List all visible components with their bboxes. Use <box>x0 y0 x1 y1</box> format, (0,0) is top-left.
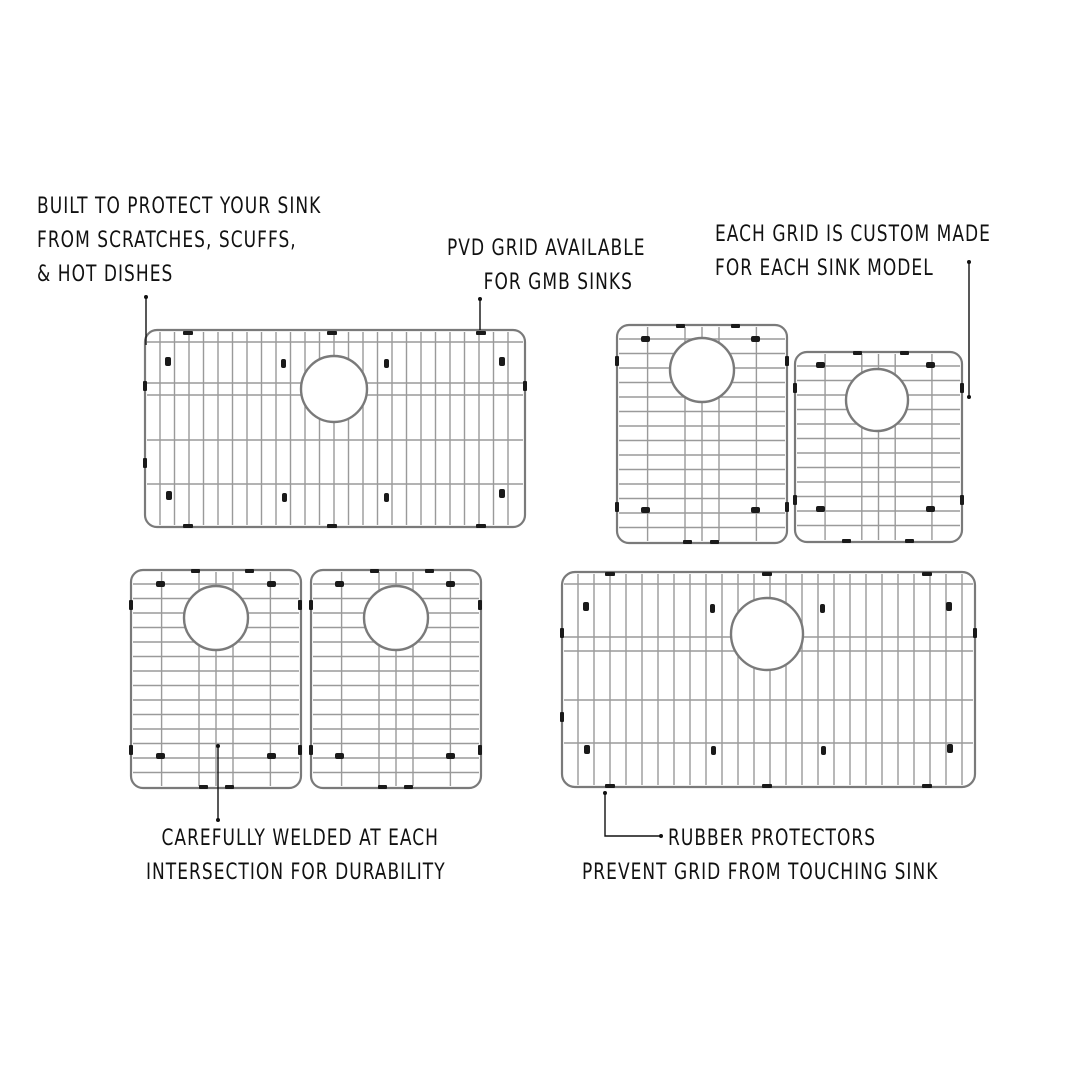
annotation-line: INTERSECTION FOR DURABILITY <box>146 860 446 885</box>
annotation-line: PREVENT GRID FROM TOUCHING SINK <box>582 860 939 885</box>
large-sink-grid-bottom <box>560 570 977 789</box>
annotation-line: CAREFULLY WELDED AT EACH <box>161 826 440 851</box>
annotation-line: FROM SCRATCHES, SCUFFS, <box>37 228 297 253</box>
annotation-welded: CAREFULLY WELDED AT EACH INTERSECTION FO… <box>146 822 446 890</box>
annotation-line: RUBBER PROTECTORS <box>668 826 877 851</box>
annotation-line: PVD GRID AVAILABLE <box>447 236 646 261</box>
annotation-pvd-grid: PVD GRID AVAILABLE FOR GMB SINKS <box>447 232 646 300</box>
annotation-line: & HOT DISHES <box>37 262 174 287</box>
annotation-protect-sink: BUILT TO PROTECT YOUR SINK FROM SCRATCHE… <box>37 190 321 292</box>
sink-grid-bottom-left-a <box>129 568 303 790</box>
annotation-line: FOR GMB SINKS <box>483 270 633 295</box>
tall-sink-grid-right-a <box>615 323 789 545</box>
short-sink-grid-right-b <box>793 350 964 544</box>
annotation-custom-made: EACH GRID IS CUSTOM MADE FOR EACH SINK M… <box>715 218 991 286</box>
annotation-line: EACH GRID IS CUSTOM MADE <box>715 222 991 247</box>
annotation-line: BUILT TO PROTECT YOUR SINK <box>37 194 322 219</box>
leader-lines <box>144 260 971 838</box>
large-sink-grid-top <box>143 328 527 529</box>
annotation-rubber-protectors: RUBBER PROTECTORS PREVENT GRID FROM TOUC… <box>582 822 938 890</box>
annotation-line: FOR EACH SINK MODEL <box>715 256 934 281</box>
sink-grid-bottom-left-b <box>309 568 483 790</box>
